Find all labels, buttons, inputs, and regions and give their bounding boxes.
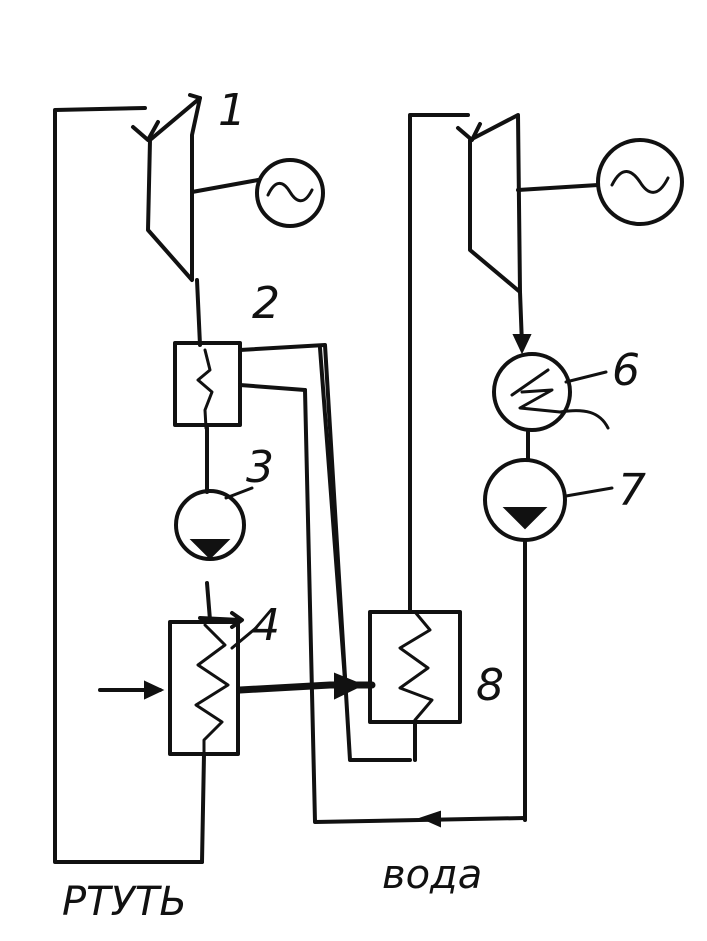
generator-left <box>255 158 325 228</box>
label-7-leader <box>564 486 614 498</box>
mercury-boiler-4 <box>168 620 240 756</box>
generator-right <box>596 138 684 226</box>
boiler4-outlet <box>200 752 206 864</box>
mercury-loop <box>53 106 204 864</box>
steam-2-to-8 <box>238 343 412 762</box>
condenser-boiler-2 <box>173 341 242 430</box>
water-inlet-arrow <box>456 122 482 142</box>
label-3-leader <box>224 486 254 500</box>
label-2: 2 <box>252 278 280 329</box>
water-turbine-shaft <box>516 183 600 192</box>
water-feed-into-2 <box>238 383 307 392</box>
label-6-leader <box>564 370 608 384</box>
superheater-8 <box>368 610 462 724</box>
line-3-to-4-arrow <box>198 611 244 629</box>
feed-arrowhead <box>419 810 441 828</box>
mercury-return-line <box>53 106 204 864</box>
water-feed-bottom-line <box>303 388 527 824</box>
label-4: 4 <box>252 600 280 651</box>
mercury-turbine-1 <box>146 93 202 282</box>
water-pump-7 <box>483 458 567 542</box>
line-3-to-4 <box>205 581 212 622</box>
steam-2-to-8-double <box>318 346 347 682</box>
label-4-leader <box>230 626 258 650</box>
label-3: 3 <box>246 442 274 493</box>
label-8: 8 <box>476 660 504 711</box>
label-water: вода <box>382 852 482 898</box>
label-mercury: РТУТЬ <box>62 879 187 925</box>
superheater-to-turbine <box>408 113 470 614</box>
label-7: 7 <box>618 465 646 516</box>
turbine1-shaft <box>190 178 260 194</box>
label-6: 6 <box>612 345 640 396</box>
water-condenser-6 <box>492 352 610 432</box>
water-exhaust-arrowhead <box>512 334 532 355</box>
label-1: 1 <box>218 85 246 136</box>
water-turbine <box>468 113 522 294</box>
turbine1-exhaust-line <box>195 278 202 347</box>
heat-input-arrowhead <box>144 680 165 700</box>
heat-4-to-8-arrowhead <box>334 672 365 700</box>
mercury-pump-3 <box>174 489 246 561</box>
